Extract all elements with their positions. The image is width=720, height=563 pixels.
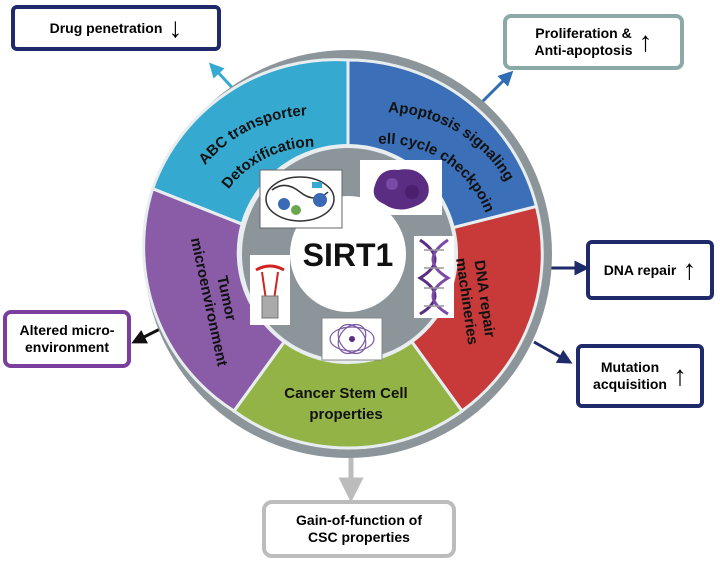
mutation-text: Mutation acquisition xyxy=(593,359,667,393)
vessel-illustration xyxy=(250,255,290,325)
mutation-line2: acquisition xyxy=(593,376,667,392)
proliferation-box: Proliferation & Anti-apoptosis ↑ xyxy=(503,14,684,70)
altered-line1: Altered micro- xyxy=(19,322,115,339)
cell-illustration xyxy=(321,317,383,361)
altered-microenvironment-box: Altered micro- environment xyxy=(3,310,131,368)
drug-penetration-text: Drug penetration xyxy=(49,19,163,36)
altered-line2: environment xyxy=(24,339,109,355)
gain-line2: CSC properties xyxy=(308,529,410,545)
gain-line1: Gain-of-function of xyxy=(296,512,422,529)
csc-label-line2: properties xyxy=(309,406,382,423)
inner-ring xyxy=(238,144,458,364)
arrow-to-proliferation xyxy=(476,70,514,108)
gain-of-function-text: Gain-of-function of CSC properties xyxy=(296,512,422,546)
up-arrow-icon: ↑ xyxy=(672,360,687,391)
csc-label-line1: Cancer Stem Cell xyxy=(284,385,407,402)
proliferation-line2: Anti-apoptosis xyxy=(534,42,633,58)
gain-of-function-box: Gain-of-function of CSC properties xyxy=(262,500,456,558)
mutation-box: Mutation acquisition ↑ xyxy=(576,344,704,408)
proliferation-line1: Proliferation & xyxy=(535,25,632,42)
dna-illustration xyxy=(414,236,454,318)
dna-repair-text: DNA repair xyxy=(603,261,677,278)
proliferation-text: Proliferation & Anti-apoptosis xyxy=(535,25,633,59)
transporter-illustration xyxy=(259,169,343,229)
center-label: SIRT1 xyxy=(303,237,394,273)
dna-repair-box: DNA repair ↑ xyxy=(586,240,714,300)
mutation-line1: Mutation xyxy=(600,359,660,376)
up-arrow-icon: ↑ xyxy=(682,254,697,285)
arrow-to-mutation xyxy=(533,340,573,364)
protein-illustration xyxy=(360,160,442,215)
up-arrow-icon: ↑ xyxy=(638,26,653,57)
altered-microenvironment-text: Altered micro- environment xyxy=(20,322,115,356)
drug-penetration-box: Drug penetration ↓ xyxy=(11,5,221,51)
down-arrow-icon: ↓ xyxy=(168,12,183,43)
